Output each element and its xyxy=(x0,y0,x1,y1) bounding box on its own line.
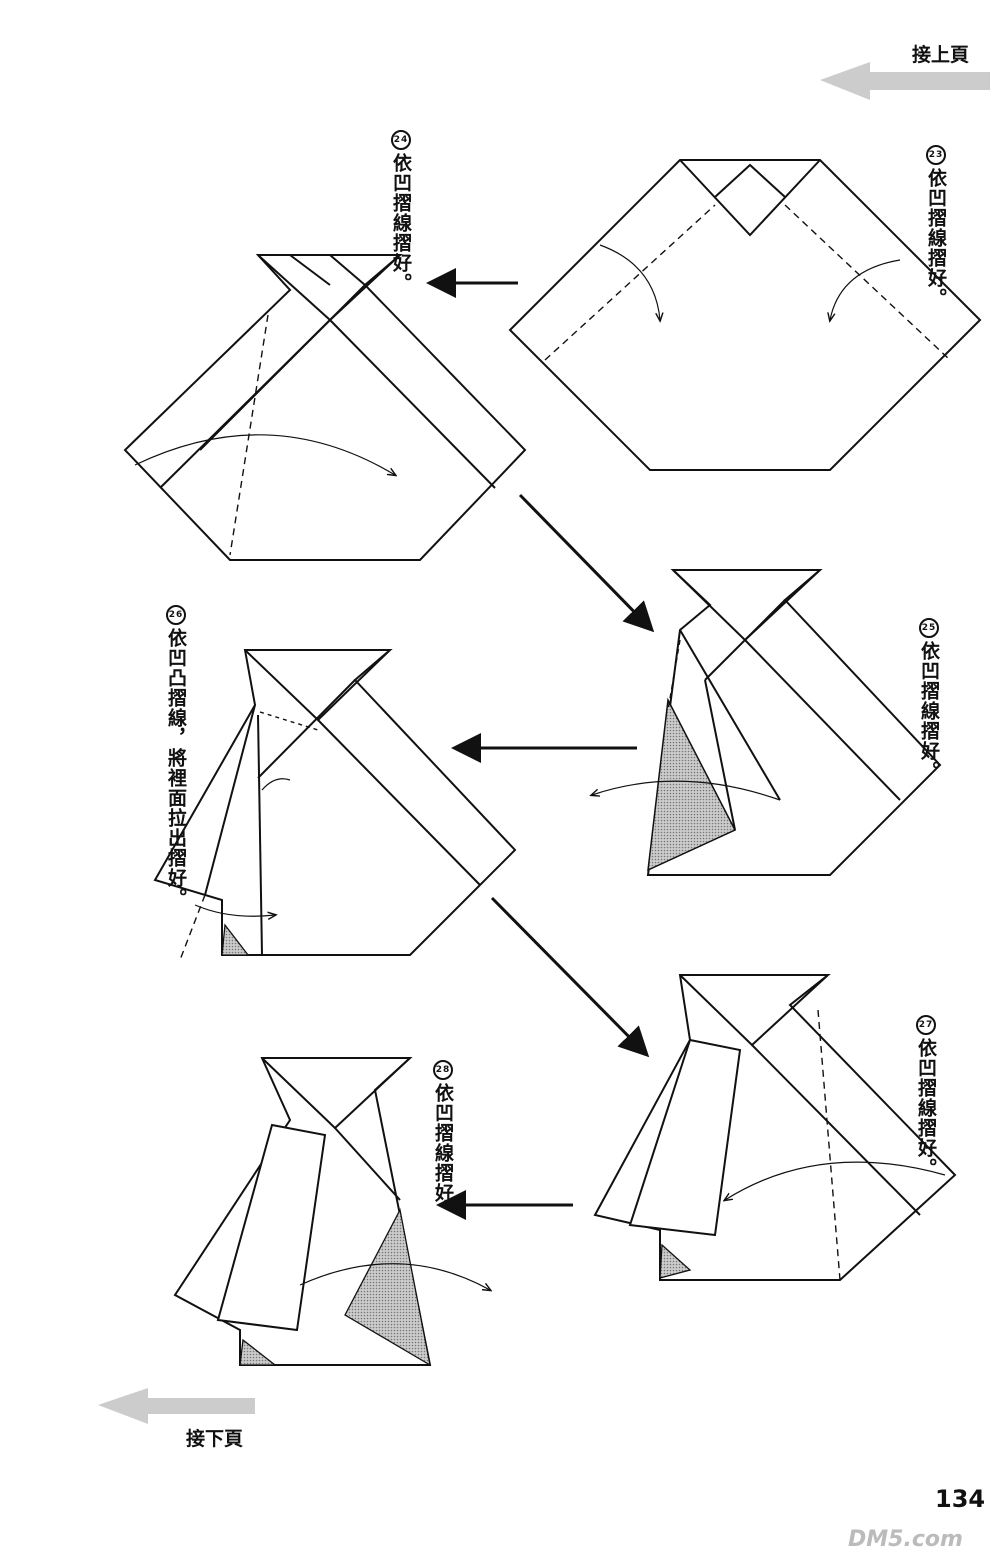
step-27-instruction: 27依凹摺線摺好。 xyxy=(915,1015,937,1178)
step-arrows xyxy=(426,268,655,1220)
diagram-step-26 xyxy=(153,649,517,961)
step-28-instruction: 28依凹摺線摺好。 xyxy=(432,1060,454,1223)
step-24-instruction: 24依凹摺線摺好。 xyxy=(390,130,412,293)
step-26-instruction: 26依凹凸摺線，將裡面拉出摺好。 xyxy=(165,605,187,908)
continued-to-label: 接下頁 xyxy=(186,1428,244,1450)
page-number: 134 xyxy=(935,1485,986,1513)
diagram-step-28 xyxy=(173,1057,490,1367)
diagram-step-27 xyxy=(593,974,957,1281)
continued-from-label: 接上頁 xyxy=(912,44,970,66)
watermark-logo: DM5.com xyxy=(848,1527,963,1552)
step-23-instruction: 23依凹摺線摺好。 xyxy=(925,145,947,308)
diagram-step-25 xyxy=(592,569,942,876)
diagram-step-24 xyxy=(123,254,527,561)
prev-page-arrow xyxy=(820,62,990,100)
diagram-step-23 xyxy=(508,159,982,471)
next-page-arrow xyxy=(98,1388,255,1424)
step-25-instruction: 25依凹摺線摺好。 xyxy=(918,618,940,781)
